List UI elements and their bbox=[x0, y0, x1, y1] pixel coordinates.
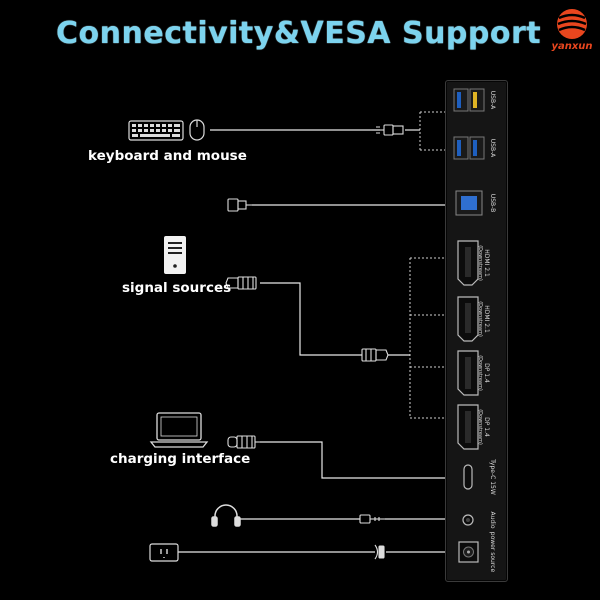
laptop-icon bbox=[149, 412, 209, 448]
audio-jack-icon bbox=[359, 514, 385, 524]
displayport-port bbox=[457, 404, 479, 450]
power-outlet-icon bbox=[149, 543, 179, 562]
port-shapes bbox=[453, 88, 485, 563]
mouse-icon bbox=[189, 119, 205, 141]
port-label-usb-a: USB-A bbox=[489, 138, 496, 158]
hdmi-port bbox=[457, 240, 479, 286]
usb-c-plug-icon bbox=[227, 435, 260, 449]
port-sublabel-dp: (Downstream) bbox=[477, 355, 483, 391]
usb-a-plug-icon bbox=[372, 124, 404, 136]
dotted-group-lines bbox=[409, 111, 445, 419]
power-plug-icon bbox=[374, 544, 385, 560]
usb-a-port bbox=[453, 136, 485, 160]
keyboard-mouse-label: keyboard and mouse bbox=[88, 148, 247, 164]
port-label-power: power source bbox=[489, 531, 496, 573]
cables bbox=[178, 129, 445, 553]
hdmi-port bbox=[457, 296, 479, 342]
port-sublabel-hdmi: (Downstream) bbox=[477, 301, 483, 337]
computer-tower-icon bbox=[164, 236, 186, 274]
port-sublabel-dp: (Downstream) bbox=[477, 409, 483, 445]
page-title: Connectivity&VESA Support bbox=[56, 16, 542, 51]
hdmi-plug-icon bbox=[225, 276, 389, 362]
port-label-usb-b: USB-B bbox=[489, 193, 496, 213]
usb-a-port bbox=[453, 88, 485, 112]
signal-sources-label: signal sources bbox=[122, 280, 232, 296]
port-sublabel-hdmi: (Downstream) bbox=[477, 245, 483, 281]
audio-port bbox=[462, 514, 474, 526]
usb-b-port bbox=[455, 190, 483, 216]
usb-b-plug-icon bbox=[227, 198, 252, 212]
charging-interface-label: charging interface bbox=[110, 451, 251, 467]
displayport-port bbox=[457, 350, 479, 396]
usb-c-port bbox=[463, 464, 473, 490]
brand-logo bbox=[557, 9, 587, 39]
dock-port-panel: USB-A USB-A USB-B HDMI 2.1 (Downstream) … bbox=[445, 80, 508, 582]
keyboard-icon bbox=[128, 120, 184, 141]
brand-name: yanxun bbox=[551, 41, 593, 52]
dc-power-port bbox=[458, 541, 479, 563]
headphones-icon bbox=[211, 504, 241, 527]
